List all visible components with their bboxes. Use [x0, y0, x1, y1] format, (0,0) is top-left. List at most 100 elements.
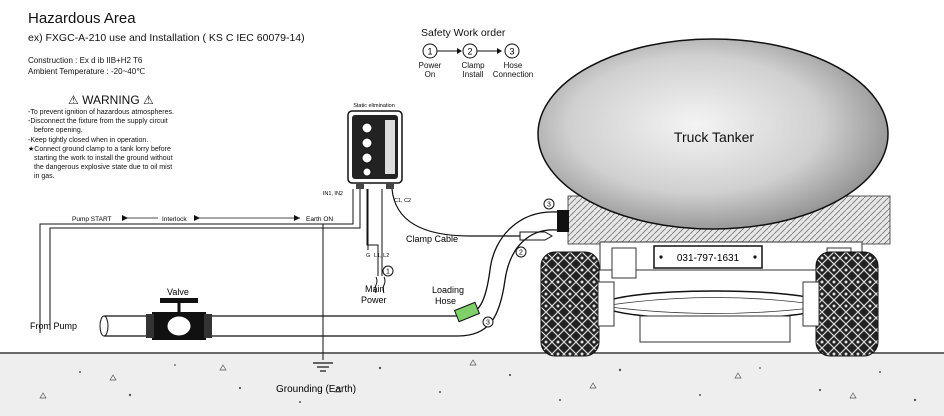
interlock-label: Interlock: [162, 216, 187, 223]
ground-strip: [0, 352, 944, 416]
step-1-number: 1: [427, 47, 432, 57]
pump-start-label: Pump START: [72, 216, 112, 223]
warning-item: the dangerous explosive state due to oil…: [34, 164, 173, 172]
c-terminals-label: C1, C2: [394, 198, 411, 204]
construction-spec: Construction : Ex d ib IIB+H2 T6: [28, 56, 143, 65]
step-label-line: Hose: [503, 61, 523, 70]
clamp-cable: [391, 188, 520, 237]
truck-tanker-label: Truck Tanker: [674, 129, 754, 145]
in-terminals-label: IN1, IN2: [323, 191, 343, 197]
safety-steps: 1 2 3: [422, 43, 520, 59]
truck-wheel-left: [540, 251, 600, 357]
indicator-strip: [385, 120, 395, 174]
warning-title: WARNING: [82, 93, 140, 107]
step-2-label: Clamp Install: [455, 61, 491, 79]
piping: [99, 211, 558, 337]
axle-housing: [639, 315, 791, 343]
warning-triangle-icon: ⚠: [68, 93, 79, 107]
signal-wiring: [39, 189, 383, 360]
step-marker-number: 3: [547, 202, 551, 209]
page-title: Hazardous Area: [28, 10, 136, 27]
warning-list: -To prevent ignition of hazardous atmosp…: [28, 108, 233, 182]
step-marker-number: 3: [486, 320, 490, 327]
indicator-lamp-icon: [361, 122, 373, 134]
step-marker-number: 1: [386, 269, 390, 276]
arrow-left-icon: [294, 215, 300, 221]
step-marker-power: [382, 265, 394, 277]
step-label-line: Install: [462, 70, 484, 79]
main-power-wire: [366, 189, 379, 276]
plate-bolt-icon: [659, 255, 663, 259]
step-markers: 1 2 3 3: [382, 198, 555, 328]
safety-work-order-title: Safety Work order: [421, 27, 506, 39]
warning-item: before opening.: [34, 127, 83, 135]
valve-flange: [146, 314, 154, 338]
hose-connection-port: [557, 210, 569, 232]
page-subtitle: ex) FXGC-A-210 use and Installation ( KS…: [28, 32, 305, 44]
ground-fill: [0, 354, 944, 416]
hub: [802, 281, 820, 327]
step-marker-hose-tank: [543, 198, 555, 210]
phone-number: 031-797-1631: [677, 253, 740, 264]
step-marker-clamp: [515, 246, 527, 258]
valve-handle[interactable]: [160, 298, 198, 303]
static-elimination-label: Static elimination: [353, 103, 395, 109]
step-label-line: Power: [418, 61, 442, 70]
arrow-icon: [497, 48, 502, 54]
warning-item: in gas.: [34, 173, 55, 181]
hose-coupling: [453, 301, 481, 323]
cable-gland: [356, 183, 364, 189]
warning-item: -Keep tightly closed when in operation.: [28, 136, 149, 144]
cable-gland: [386, 183, 394, 189]
ground-speckles: [39, 359, 917, 403]
step-1-label: Power On: [415, 61, 445, 79]
pipe-inlet: [99, 315, 109, 337]
ground-symbol-icon: [313, 362, 333, 372]
pipe-bottom-edge: [104, 229, 558, 337]
from-pump-label: From Pump: [30, 321, 77, 331]
step-label-line: On: [424, 70, 436, 79]
indicator-lamp-icon: [362, 167, 372, 177]
indicator-lamp-icon: [361, 137, 373, 149]
indicator-lamp-icon: [361, 152, 373, 164]
valve: Valve: [146, 287, 212, 340]
pump-start-wire: [49, 189, 361, 330]
valve-flange: [204, 314, 212, 338]
truck-tanker-body: [537, 38, 889, 230]
step-label-line: Clamp: [461, 61, 485, 70]
warning-item: ★Connect ground clamp to a tank lorry be…: [28, 145, 171, 153]
leaf-spring: [602, 290, 828, 320]
power-plug-icon: [382, 276, 386, 294]
step-3-circle: [504, 43, 520, 59]
clamp-cable-label: Clamp Cable: [406, 234, 458, 244]
step-label-line: Connection: [492, 70, 534, 79]
g-terminal-label: G: [366, 253, 370, 259]
valve-ball: [166, 315, 192, 337]
grounding-label: Grounding (Earth): [276, 384, 356, 395]
main-power-label-1: Main: [365, 284, 385, 294]
main-power-label-2: Power: [361, 295, 387, 305]
phone-plate: [653, 245, 763, 269]
earth-on-label: Earth ON: [306, 216, 333, 223]
chassis-bracket: [611, 247, 637, 279]
static-elimination-unit: Static elimination IN1, IN2 C1, C2 L1, L…: [323, 103, 411, 259]
step-3-label: Hose Connection: [490, 61, 536, 79]
truck-wheel-right: [815, 251, 879, 357]
step-marker-hose-coupling: [482, 316, 494, 328]
arrow-icon: [457, 48, 462, 54]
plate-bolt-icon: [753, 255, 757, 259]
warning-item: -Disconnect the fixture from the supply …: [28, 118, 168, 126]
loading-hose-label-1: Loading: [432, 285, 464, 295]
warning-heading: ⚠ WARNING ⚠: [68, 93, 154, 107]
interlock-wire: [39, 189, 354, 333]
warning-item: -To prevent ignition of hazardous atmosp…: [28, 109, 174, 116]
loading-hose-label-2: Hose: [435, 296, 456, 306]
valve-label: Valve: [167, 287, 189, 297]
power-plug-icon: [374, 276, 378, 294]
step-2-number: 2: [467, 47, 472, 57]
ambient-temperature-spec: Ambient Temperature : -20~40℃: [28, 67, 146, 76]
step-marker-number: 2: [519, 250, 523, 257]
hub: [597, 281, 615, 327]
step-3-number: 3: [509, 47, 514, 57]
